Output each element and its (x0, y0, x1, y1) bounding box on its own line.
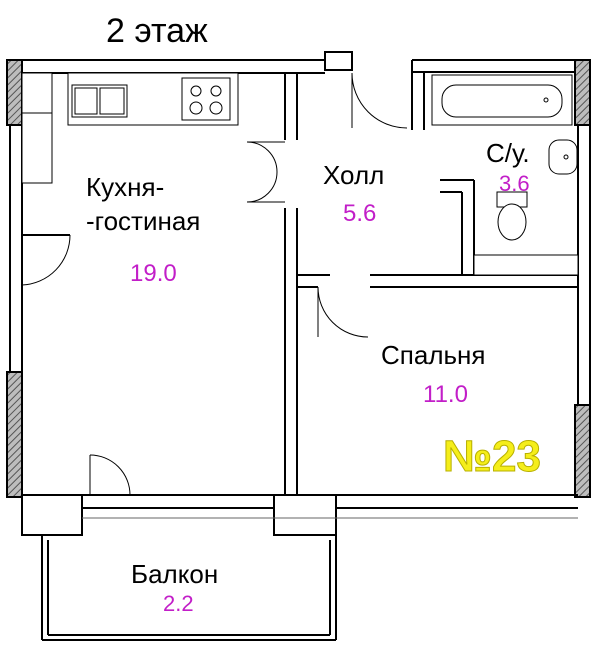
room-balcony-area: 2.2 (163, 591, 194, 616)
room-hall-area: 5.6 (343, 200, 377, 227)
room-bedroom-name: Спальня (381, 340, 486, 370)
floor-title: 2 этаж (106, 12, 208, 50)
apartment-number: №23 (443, 432, 542, 482)
room-kitchen-name: Кухня- -гостиная (86, 170, 200, 238)
left-wall (6, 59, 23, 498)
balcony-door (89, 454, 131, 496)
room-kitchen-name-line1: Кухня- (86, 172, 165, 202)
doors (21, 72, 408, 338)
bottom-wall (21, 494, 578, 641)
right-wall (574, 59, 591, 498)
bathroom-fixtures (431, 74, 579, 276)
room-kitchen-name-line2: -гостиная (86, 206, 201, 236)
room-bedroom-area: 11.0 (423, 381, 468, 408)
room-bathroom-name: С/у. (486, 138, 530, 168)
room-bathroom-area: 3.6 (499, 171, 530, 196)
room-balcony-name: Балкон (131, 559, 219, 589)
room-hall-name: Холл (323, 160, 385, 190)
room-kitchen-area: 19.0 (130, 260, 177, 287)
kitchen-counter (21, 72, 239, 184)
